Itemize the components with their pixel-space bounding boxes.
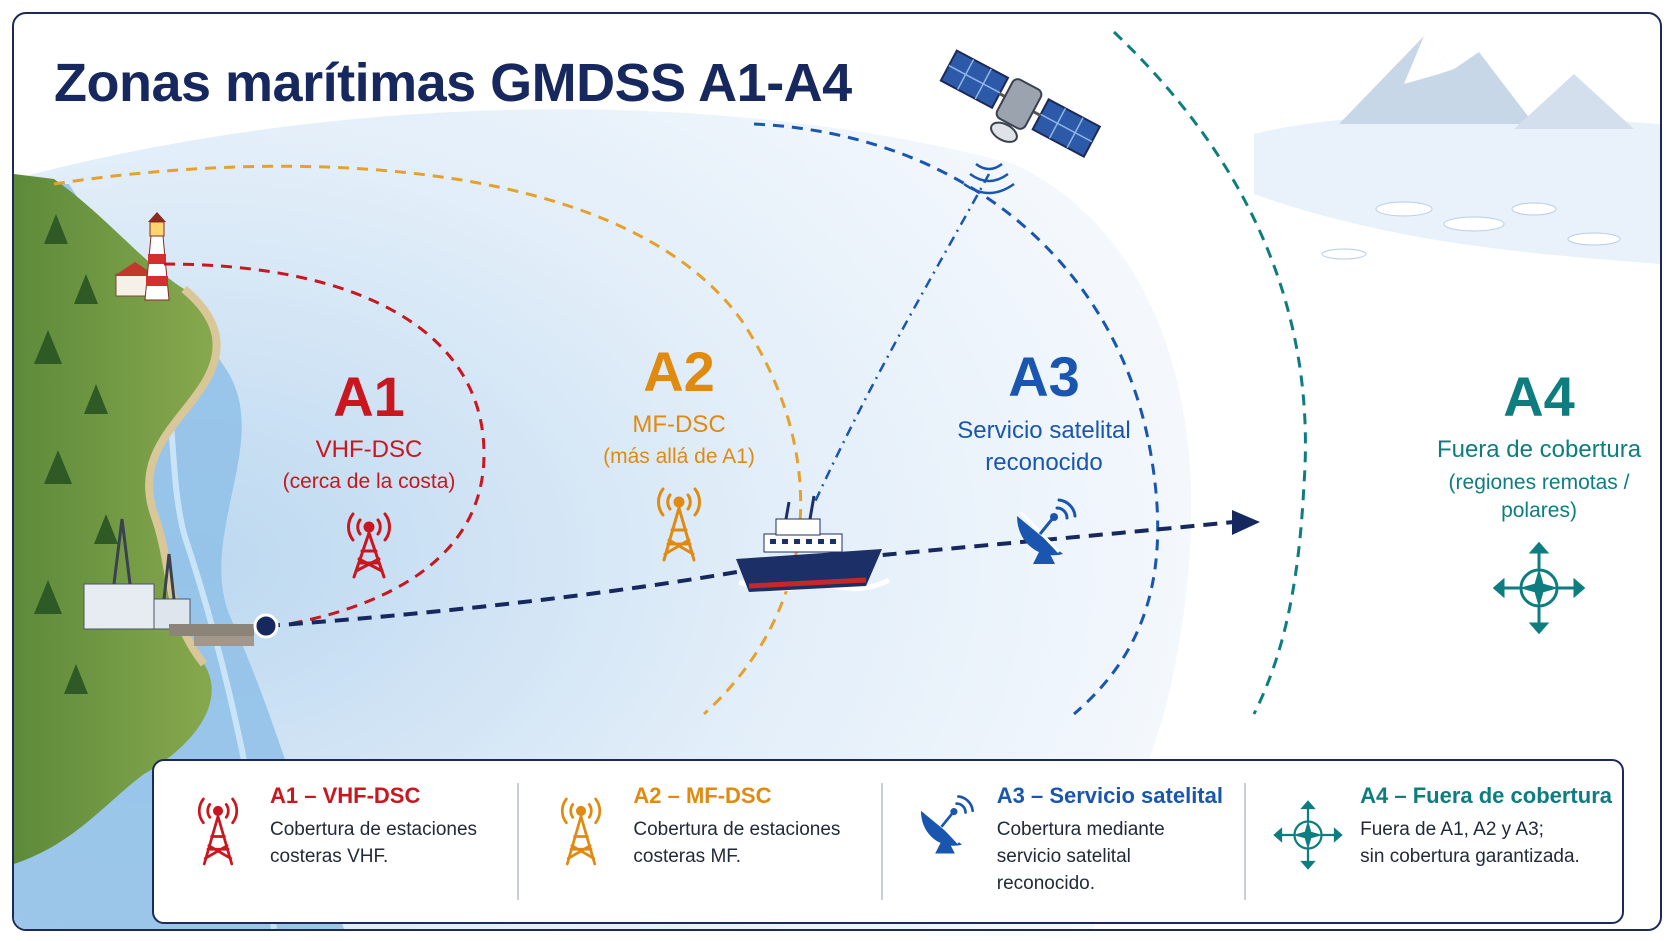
compass-icon — [1272, 783, 1344, 922]
legend-description: Fuera de A1, A2 y A3; sin cobertura gara… — [1360, 817, 1612, 871]
zone-a4-label: A4 Fuera de cobertura (regiones remotas … — [1409, 365, 1660, 636]
zone-note: (cerca de la costa) — [282, 470, 456, 493]
legend-heading: A2 – MF-DSC — [633, 783, 772, 808]
zone-name: Fuera de cobertura — [1436, 436, 1642, 463]
a4-boundary — [1112, 30, 1307, 715]
zone-a1-label: A1 VHF-DSC (cerca de la costa) — [254, 369, 484, 581]
legend-heading: A4 – Fuera de cobertura — [1360, 783, 1612, 808]
forest — [34, 214, 118, 694]
legend-item-a1: A1 – VHF-DSC Cobertura de estaciones cos… — [154, 761, 517, 922]
legend-item-a3: A3 – Servicio satelital Cobertura median… — [880, 761, 1244, 922]
zone-name: VHF-DSC — [315, 436, 423, 463]
radio-tower-icon — [545, 783, 617, 922]
zone-code: A4 — [1503, 365, 1575, 428]
route-arrowhead-icon — [1232, 510, 1260, 535]
satellite-signal-icon — [963, 162, 1015, 195]
legend-description: Cobertura mediante servicio satelital re… — [997, 817, 1223, 898]
legend-panel: A1 – VHF-DSC Cobertura de estaciones cos… — [152, 759, 1624, 924]
route-origin-marker — [253, 613, 279, 639]
legend-line: Cobertura de estaciones — [270, 819, 478, 840]
lighthouse — [114, 212, 170, 301]
coastal-station — [83, 518, 254, 646]
coverage-map — [14, 30, 1660, 929]
sea-area — [14, 109, 1192, 929]
zone-name: Servicio satelital reconocido — [914, 415, 1174, 480]
zone-note: (más allá de A1) — [603, 445, 755, 468]
legend-line: Cobertura mediante — [996, 819, 1165, 840]
legend-line: sin cobertura garantizada. — [1360, 845, 1580, 867]
satellite-link — [812, 173, 991, 505]
zone-a2-label: A2 MF-DSC (más allá de A1) — [564, 344, 794, 564]
zone-name-line: reconocido — [985, 449, 1103, 477]
legend-line: Cobertura de estaciones — [633, 819, 841, 840]
legend-item-a4: A4 – Fuera de cobertura Fuera de A1, A2 … — [1244, 761, 1622, 922]
ship-icon — [736, 495, 891, 592]
radio-tower-icon — [564, 484, 794, 564]
page-title: Zonas marítimas GMDSS A1-A4 — [54, 53, 852, 113]
zone-code: A3 — [1008, 345, 1080, 408]
legend-item-a2: A2 – MF-DSC Cobertura de estaciones cost… — [517, 761, 880, 922]
legend-line: costeras MF. — [633, 845, 742, 867]
legend-heading: A3 – Servicio satelital — [996, 783, 1223, 808]
legend-line: costeras VHF. — [270, 845, 389, 867]
legend-line: servicio satelital — [996, 845, 1131, 867]
radio-tower-icon — [254, 509, 484, 581]
polar-region — [1254, 36, 1660, 264]
zone-note-line: (regiones remotas / — [1448, 471, 1630, 494]
zone-a3-label: A3 Servicio satelital reconocido — [914, 349, 1174, 570]
zone-name: MF-DSC — [632, 411, 726, 438]
compass-icon — [1409, 540, 1660, 636]
satellite-icon — [939, 49, 1102, 158]
legend-description: Cobertura de estaciones costeras VHF. — [270, 817, 477, 871]
radio-tower-icon — [182, 783, 254, 922]
zone-code: A2 — [643, 340, 715, 403]
legend-line: reconocido. — [996, 872, 1095, 894]
a1-boundary — [163, 262, 486, 626]
zone-code: A1 — [333, 365, 405, 428]
legend-heading: A1 – VHF-DSC — [270, 783, 421, 808]
infographic-frame: Zonas marítimas GMDSS A1-A4 A1 VHF-DSC (… — [12, 12, 1662, 931]
coastline-land — [14, 174, 217, 864]
satellite-dish-icon — [914, 494, 1174, 570]
legend-description: Cobertura de estaciones costeras MF. — [633, 817, 840, 871]
legend-line: Fuera de A1, A2 y A3; — [1360, 819, 1544, 840]
zone-name-line: Servicio satelital — [957, 417, 1131, 444]
a3-boundary — [753, 122, 1160, 716]
zone-note-line: polares) — [1501, 499, 1577, 523]
satellite-dish-icon — [909, 783, 981, 922]
zone-note: (regiones remotas / polares) — [1409, 469, 1660, 526]
